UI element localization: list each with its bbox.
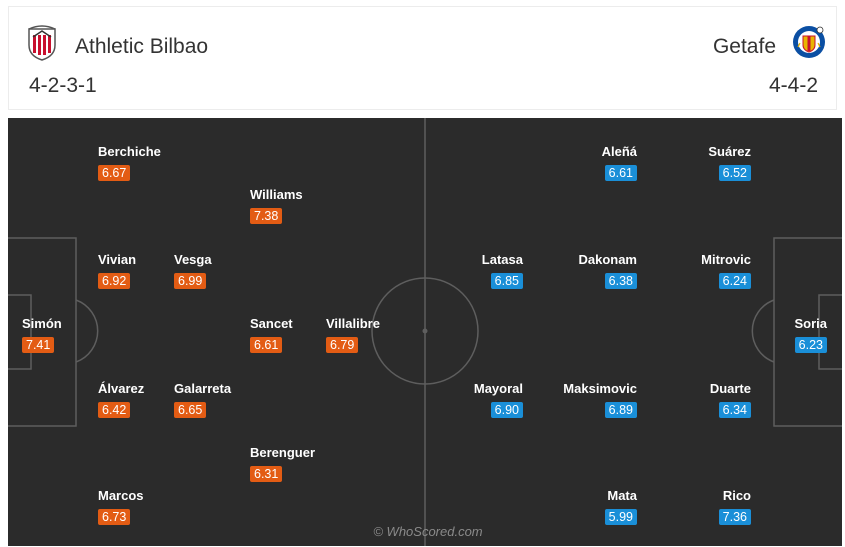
home-player-vivian[interactable]: Vivian 6.92 [98, 252, 218, 290]
home-formation: 4-2-3-1 [29, 74, 97, 97]
home-player-galarreta[interactable]: Galarreta 6.65 [174, 381, 294, 419]
away-player-mayoral[interactable]: Mayoral 6.90 [403, 381, 523, 419]
match-header: Athletic Bilbao 4-2-3-1 Getafe 4-4-2 [8, 6, 837, 110]
player-name: Maksimovic [563, 381, 637, 396]
player-rating: 6.90 [490, 402, 523, 418]
player-name: Dakonam [578, 252, 637, 267]
away-player-mata[interactable]: Mata 5.99 [517, 488, 637, 526]
player-rating: 6.38 [604, 273, 637, 289]
player-name: Álvarez [98, 381, 145, 396]
pitch-lines [8, 118, 842, 546]
athletic-bilbao-crest-icon [25, 23, 59, 61]
home-player-sancet[interactable]: Sancet 6.61 [250, 316, 370, 354]
player-rating: 6.65 [174, 402, 207, 418]
away-player-rico[interactable]: Rico 7.36 [631, 488, 751, 526]
player-rating: 7.38 [250, 208, 283, 224]
player-rating: 6.89 [604, 402, 637, 418]
player-name: Vivian [98, 252, 137, 267]
player-rating: 6.61 [250, 337, 283, 353]
home-player-villalibre[interactable]: Villalibre 6.79 [326, 316, 446, 354]
player-rating: 6.85 [490, 273, 523, 289]
home-player-simon[interactable]: Simón 7.41 [22, 316, 142, 354]
player-rating: 6.79 [326, 337, 359, 353]
player-name: Williams [250, 187, 303, 202]
player-rating: 6.99 [174, 273, 207, 289]
away-team-name: Getafe [712, 35, 776, 58]
home-player-berenguer[interactable]: Berenguer 6.31 [250, 445, 370, 483]
whoscored-watermark: © WhoScored.com [373, 524, 483, 539]
player-rating: 6.24 [718, 273, 751, 289]
home-team-name: Athletic Bilbao [75, 35, 209, 58]
home-player-berchiche[interactable]: Berchiche 6.67 [98, 144, 218, 182]
away-formation: 4-4-2 [768, 74, 818, 97]
player-name: Duarte [709, 381, 751, 396]
getafe-crest-icon [792, 23, 826, 61]
player-rating: 7.36 [718, 509, 751, 525]
player-rating: 6.23 [794, 337, 827, 353]
pitch: Berchiche 6.67 Williams 7.38 Vivian 6.92… [8, 118, 842, 546]
home-player-vesga[interactable]: Vesga 6.99 [174, 252, 294, 290]
away-player-suarez[interactable]: Suárez 6.52 [631, 144, 751, 182]
player-name: Mata [607, 488, 637, 503]
player-name: Berchiche [98, 144, 161, 159]
player-name: Mitrovic [701, 252, 751, 267]
player-name: Villalibre [326, 316, 380, 331]
player-rating: 6.73 [98, 509, 131, 525]
away-player-alena[interactable]: Aleñá 6.61 [517, 144, 637, 182]
player-rating: 7.41 [22, 337, 55, 353]
player-name: Rico [722, 488, 751, 503]
player-name: Simón [22, 316, 62, 331]
player-name: Vesga [174, 252, 212, 267]
home-player-marcos[interactable]: Marcos 6.73 [98, 488, 218, 526]
player-rating: 6.61 [604, 165, 637, 181]
player-name: Latasa [481, 252, 523, 267]
away-player-mitrovic[interactable]: Mitrovic 6.24 [631, 252, 751, 290]
home-player-alvarez[interactable]: Álvarez 6.42 [98, 381, 218, 419]
player-rating: 6.31 [250, 466, 283, 482]
player-name: Galarreta [174, 381, 232, 396]
away-player-maksimovic[interactable]: Maksimovic 6.89 [517, 381, 637, 419]
player-name: Soria [794, 316, 827, 331]
player-rating: 6.92 [98, 273, 131, 289]
player-name: Aleñá [601, 144, 637, 159]
player-rating: 6.42 [98, 402, 131, 418]
player-rating: 6.34 [718, 402, 751, 418]
player-name: Mayoral [473, 381, 523, 396]
player-name: Sancet [250, 316, 293, 331]
away-player-latasa[interactable]: Latasa 6.85 [403, 252, 523, 290]
away-player-dakonam[interactable]: Dakonam 6.38 [517, 252, 637, 290]
away-player-duarte[interactable]: Duarte 6.34 [631, 381, 751, 419]
player-rating: 6.52 [718, 165, 751, 181]
away-player-soria[interactable]: Soria 6.23 [707, 316, 827, 354]
home-player-williams[interactable]: Williams 7.38 [250, 187, 370, 225]
player-name: Marcos [98, 488, 144, 503]
player-name: Berenguer [250, 445, 316, 460]
player-name: Suárez [708, 144, 751, 159]
player-rating: 5.99 [604, 509, 637, 525]
player-rating: 6.67 [98, 165, 131, 181]
